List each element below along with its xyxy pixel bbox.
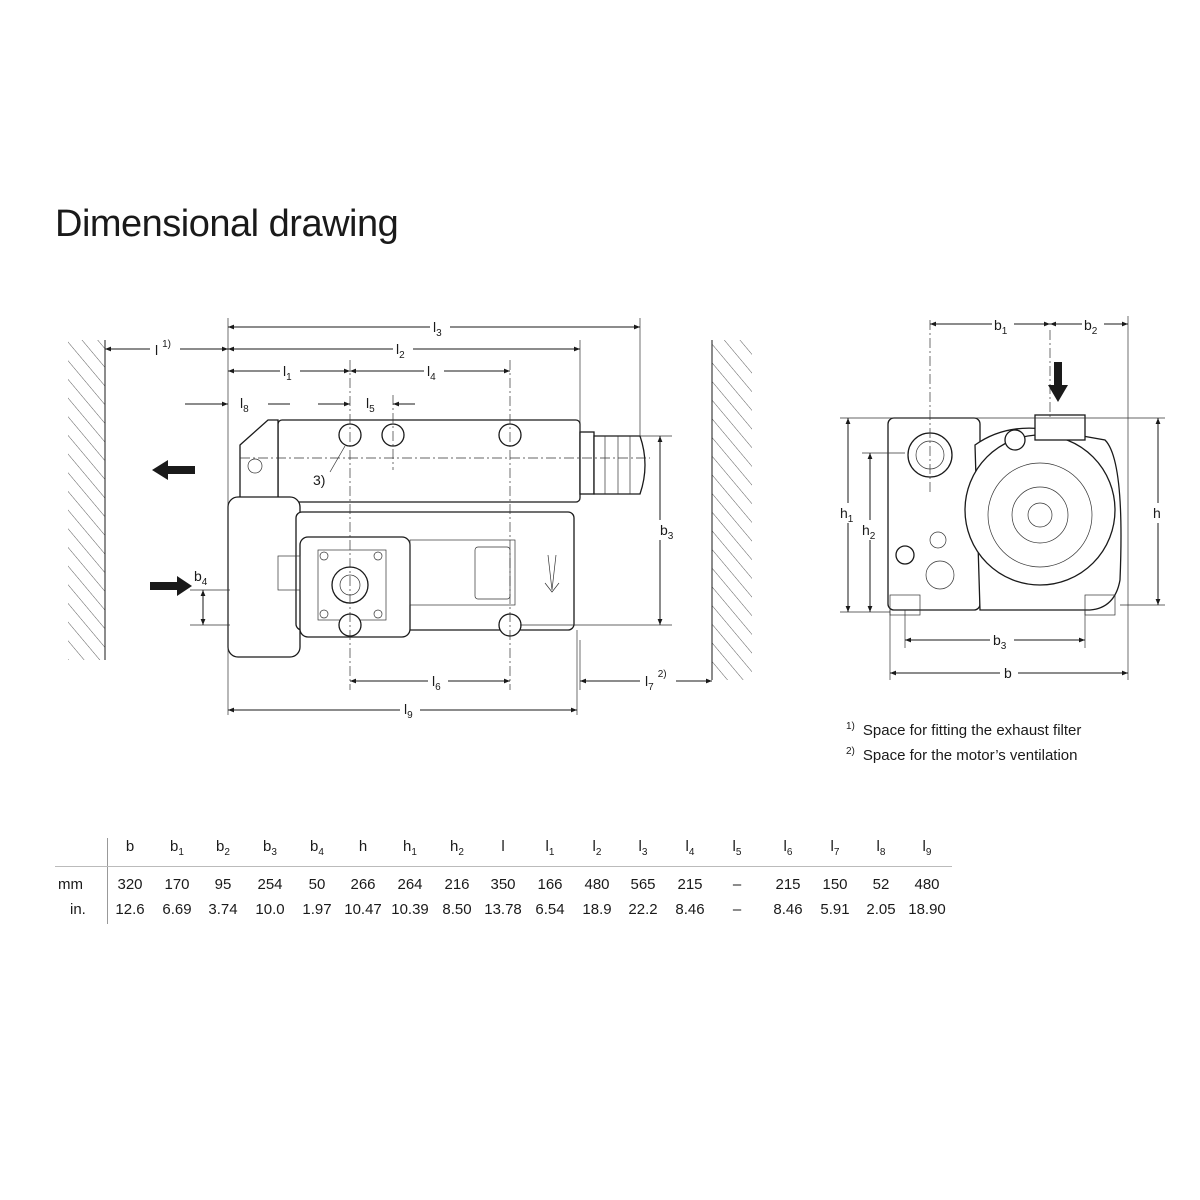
page-title: Dimensional drawing: [55, 203, 399, 245]
pump-side-view: [227, 360, 650, 690]
dim-label-b3: b3: [660, 522, 674, 542]
dim-label-h1: h1: [840, 505, 854, 525]
dim-label-h: h: [1153, 505, 1161, 521]
dim-label-l4: l4: [427, 363, 436, 383]
left-wall: [68, 340, 106, 660]
footnote-1: 1) Space for fitting the exhaust filter: [846, 721, 1081, 739]
footnote-mark: 2): [846, 746, 855, 757]
dim-label-l5: l5: [366, 395, 375, 415]
dim-label-b3-front: b3: [993, 632, 1007, 652]
callout-label: 3): [313, 472, 325, 488]
footnote-text: Space for the motor’s ventilation: [862, 747, 1078, 764]
dim-label-l1: l1: [283, 363, 292, 383]
pump-front-view: [887, 320, 1122, 616]
dim-label-l2: l2: [396, 341, 405, 361]
dim-label-b4: b4: [194, 568, 208, 588]
exhaust-arrow-icon: [152, 460, 195, 480]
dim-label-b2: b2: [1084, 317, 1098, 337]
dim-label-b1: b1: [994, 317, 1008, 337]
dim-label-l7: l72): [645, 669, 667, 693]
dim-label-b: b: [1004, 665, 1012, 681]
inlet-arrow-icon: [150, 576, 192, 596]
inlet-arrow-down-icon: [1048, 362, 1068, 402]
dim-label-l8: l8: [240, 395, 249, 415]
dim-label-l6: l6: [432, 673, 441, 693]
footnote-2: 2) Space for the motor’s ventilation: [846, 746, 1077, 764]
footnote-text: Space for fitting the exhaust filter: [862, 722, 1082, 739]
footnote-mark: 1): [846, 721, 855, 732]
dim-label-l3: l3: [433, 319, 442, 339]
dim-label-h2: h2: [862, 522, 876, 542]
right-wall: [711, 340, 752, 680]
dim-label-l9: l9: [404, 701, 413, 721]
